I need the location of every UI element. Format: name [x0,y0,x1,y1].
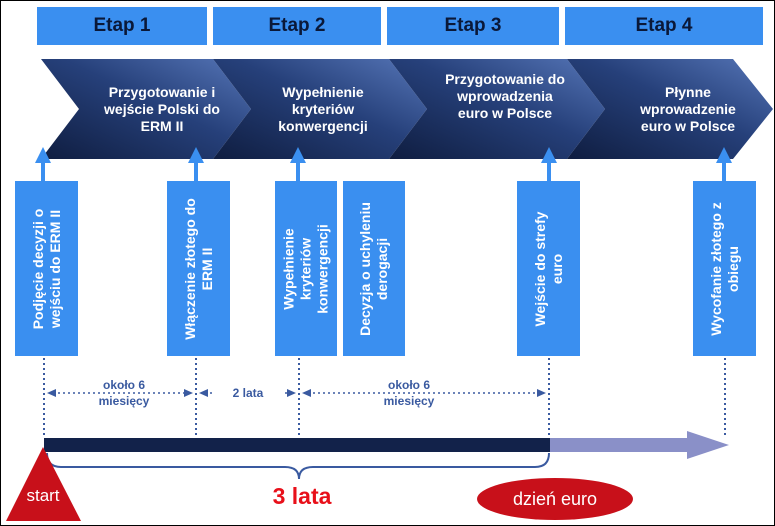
stage-title-2: Etap 2 [268,15,326,36]
up-arrow-head-1 [35,147,51,163]
milestone-1-line-1: Podjęcie decyzji o [29,208,46,329]
milestone-3-line-3: konwergencji [314,223,331,314]
stage-4-desc-line-3: euro w Polsce [640,117,736,134]
total-duration-brace [46,452,550,480]
duration-1-line-1: około 6 [102,378,145,392]
stage-title-4: Etap 4 [635,15,693,36]
stage-description-3: Przygotowanie do wprowadzenia euro w Pol… [429,59,581,159]
stage-3-desc-line-3: euro w Polsce [457,105,553,121]
stage-header-3: Etap 3 [387,7,559,45]
duration-label-2: 2 lata [213,385,283,401]
stage-description-1: Przygotowanie i wejście Polski do ERM II [89,59,235,159]
duration-arrowhead-1b [184,389,193,397]
milestone-box-2: Włączenie złotego do ERM II [167,181,230,356]
timeline-arrow-shaft [550,438,690,452]
stage-description-2: Wypełnienie kryteriów konwergencji [251,59,395,159]
up-arrow-head-5 [716,147,732,163]
duration-arrowhead-3b [537,389,546,397]
milestone-box-1: Podjęcie decyzji o wejściu do ERM II [15,181,78,356]
chevron-stage-3 [389,59,605,159]
euro-day-oval: dzień euro [477,478,633,520]
up-arrow-head-4 [541,147,557,163]
duration-arrowhead-2a [199,389,208,397]
duration-label-3: około 6 miesięcy [365,377,453,409]
milestone-5-line-1: Wejście do strefy [531,211,548,326]
stage-1-desc-line-1: Przygotowanie i [108,83,216,100]
stage-title-1: Etap 1 [93,15,151,36]
milestone-4-line-1: Decyzja o uchyleniu [357,201,373,336]
stage-header-4: Etap 4 [565,7,763,45]
stage-1-desc-line-2: wejście Polski do [104,100,220,117]
stage-2-desc-line-1: Wypełnienie [282,83,364,100]
start-triangle [6,447,81,521]
milestone-3-line-2: kryteriów [297,237,314,300]
start-label: start [26,486,60,505]
milestone-3-line-1: Wypełnienie [280,227,297,310]
timeline-arrow-head [687,431,729,459]
milestone-5-line-2: euro [548,253,565,284]
chevron-stage-4 [567,59,773,159]
milestone-6-line-1: Wycofanie złotego z [707,201,724,336]
chevron-stage-1 [41,59,251,159]
up-arrow-head-2 [188,147,204,163]
stage-description-4: Płynne wprowadzenie euro w Polsce [613,59,763,159]
milestone-2-line-1: Włączenie złotego do [181,197,198,340]
chevron-stage-2 [213,59,427,159]
duration-label-1: około 6 miesięcy [81,377,167,409]
stage-header-1: Etap 1 [37,7,207,45]
duration-arrowhead-2b [287,389,296,397]
stage-3-desc-line-1: Przygotowanie do [445,71,565,87]
milestone-2-line-2: ERM II [198,247,215,290]
duration-1-line-2: miesięcy [98,394,150,408]
milestone-box-5: Wejście do strefy euro [517,181,580,356]
milestone-box-6: Wycofanie złotego z obiegu [693,181,756,356]
milestone-4-line-2: derogacji [374,237,390,300]
milestone-6-line-2: obiegu [724,245,741,292]
duration-2-line-1: 2 lata [232,386,264,400]
euro-day-label: dzień euro [512,488,598,509]
stage-title-3: Etap 3 [444,15,502,36]
stage-4-desc-line-1: Płynne [665,83,711,100]
duration-arrowhead-1a [47,389,56,397]
stage-2-desc-line-3: konwergencji [278,117,368,134]
milestone-box-4: Decyzja o uchyleniu derogacji [343,181,405,356]
duration-3-line-1: około 6 [387,378,430,392]
up-arrow-head-3 [290,147,306,163]
milestone-1-line-2: wejściu do ERM II [46,209,63,328]
stage-3-desc-line-2: wprowadzenia [457,88,553,104]
stage-1-desc-line-3: ERM II [140,117,184,134]
milestone-box-3: Wypełnienie kryteriów konwergencji [275,181,337,356]
total-duration-label: 3 lata [272,483,332,509]
stage-header-2: Etap 2 [213,7,381,45]
duration-arrowhead-3a [302,389,311,397]
duration-3-line-2: miesięcy [383,394,435,408]
stage-2-desc-line-2: kryteriów [291,100,355,117]
stage-4-desc-line-2: wprowadzenie [640,100,736,117]
timeline-bar [44,438,550,452]
